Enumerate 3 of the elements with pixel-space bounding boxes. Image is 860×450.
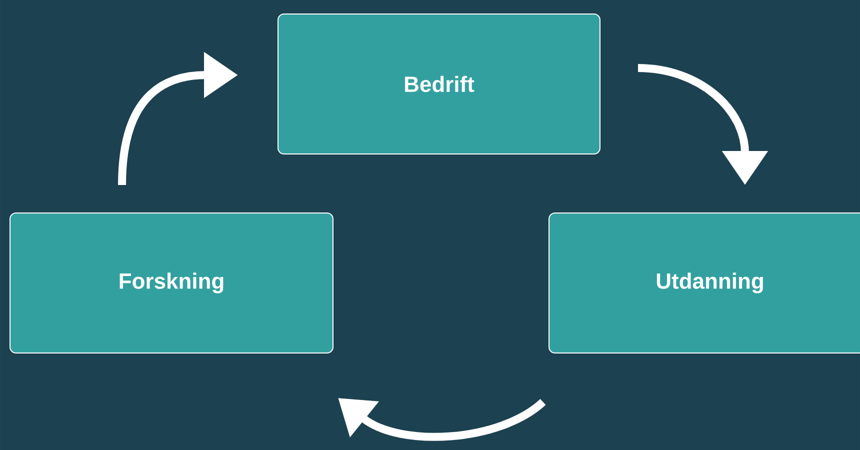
process-box: Utdanning (548, 212, 860, 354)
process-box: Bedrift (278, 14, 600, 154)
process-box: Forskning (10, 212, 334, 354)
